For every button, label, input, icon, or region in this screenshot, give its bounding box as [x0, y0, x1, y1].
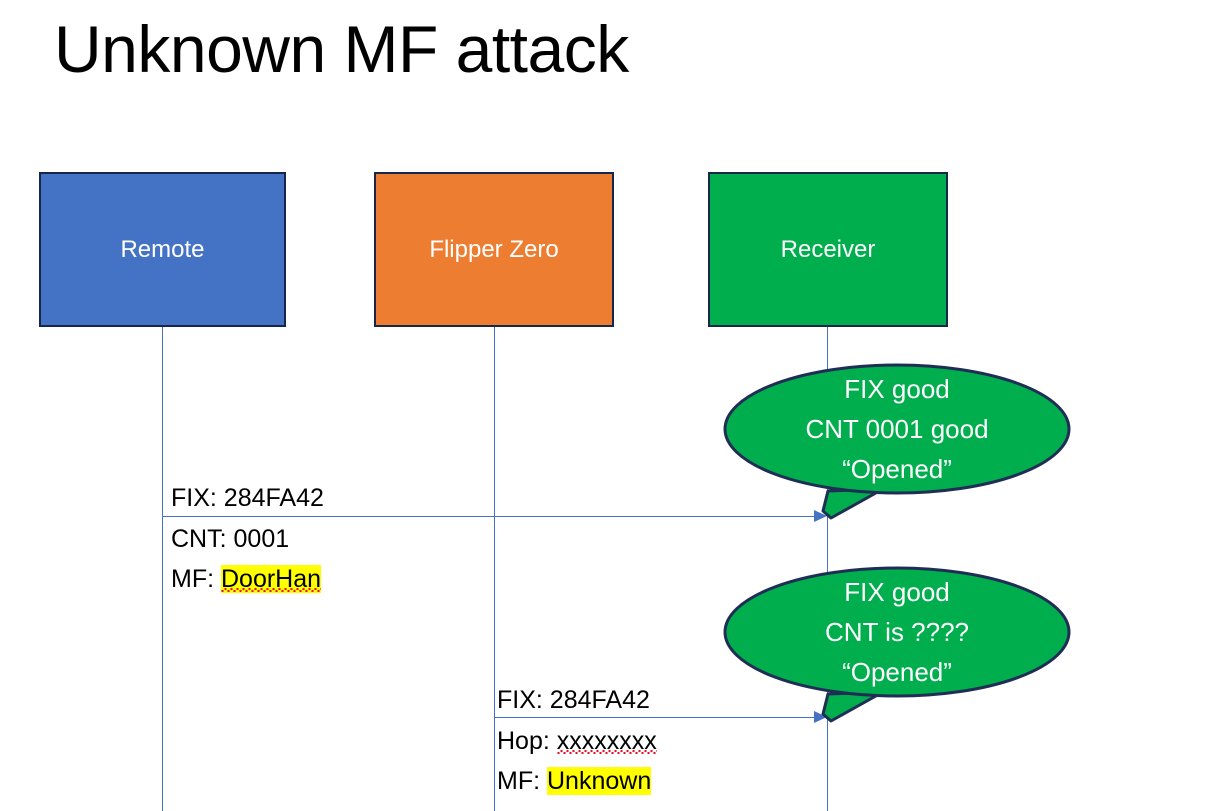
message-2-line-3-value: Unknown	[547, 767, 652, 795]
message-1-line-1: FIX: 284FA42	[171, 478, 324, 518]
message-arrow-flipper-to-receiver	[494, 717, 815, 718]
actor-box-remote[interactable]: Remote	[39, 172, 286, 327]
message-2-line-1: FIX: 284FA42	[497, 680, 650, 720]
message-1-line-3-label: MF:	[171, 565, 215, 593]
actor-box-flipper-zero[interactable]: Flipper Zero	[374, 172, 614, 327]
speech-bubble-receiver-response-2[interactable]: FIX good CNT is ???? “Opened”	[723, 566, 1071, 724]
message-1-line-1-label: FIX:	[171, 484, 217, 512]
message-1-line-3-value: DoorHan	[221, 565, 322, 593]
message-1-line-2: CNT: 0001	[171, 519, 289, 559]
lifeline-remote	[162, 327, 163, 811]
message-2-line-3: MF: Unknown	[497, 761, 652, 801]
message-2-line-1-label: FIX:	[497, 686, 543, 714]
actor-label-remote: Remote	[120, 235, 205, 263]
page-title: Unknown MF attack	[54, 12, 629, 86]
speech-bubble-shape-1	[723, 363, 1071, 520]
message-1-line-1-value: 284FA42	[223, 484, 324, 512]
message-2-line-2: Hop: xxxxxxxx	[497, 721, 657, 761]
message-2-line-3-label: MF:	[497, 767, 541, 795]
actor-label-receiver: Receiver	[780, 235, 876, 263]
lifeline-flipper	[494, 327, 495, 811]
message-2-line-2-value: xxxxxxxx	[556, 727, 657, 755]
message-arrow-remote-to-receiver	[162, 516, 815, 517]
speech-bubble-shape-2	[723, 566, 1071, 723]
message-2-line-1-value: 284FA42	[549, 686, 650, 714]
speech-bubble-receiver-response-1[interactable]: FIX good CNT 0001 good “Opened”	[723, 363, 1071, 521]
message-1-line-2-value: 0001	[233, 525, 290, 553]
message-1-line-3: MF: DoorHan	[171, 559, 322, 599]
message-1-line-2-label: CNT:	[171, 525, 227, 553]
actor-box-receiver[interactable]: Receiver	[708, 172, 948, 327]
lifeline-receiver	[827, 327, 828, 811]
actor-label-flipper-zero: Flipper Zero	[429, 235, 559, 263]
message-2-line-2-label: Hop:	[497, 727, 550, 755]
